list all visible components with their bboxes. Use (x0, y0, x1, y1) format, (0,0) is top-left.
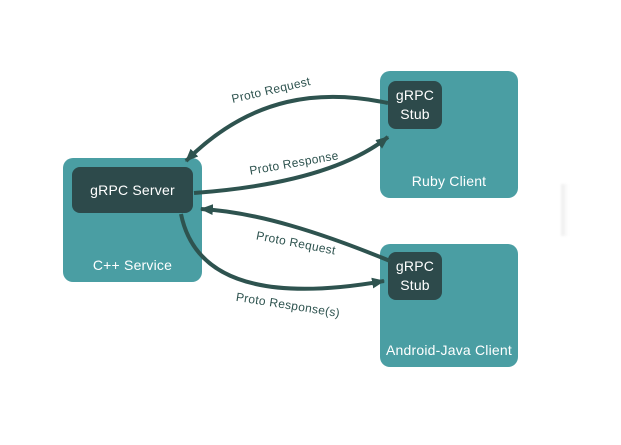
grpc-server-label: gRPC Server (90, 181, 175, 198)
grpc-stub-box-ruby: gRPC Stub (388, 81, 442, 129)
node-label-android-java-client: Android-Java Client (386, 342, 512, 358)
node-android-java-client: Android-Java Client (380, 244, 518, 367)
arrow-proto-response-server-to-android (179, 213, 386, 291)
edge-label-proto-request-bottom: Proto Request (255, 228, 337, 258)
grpc-stub-label-android: gRPC Stub (395, 258, 435, 293)
faint-shadow-artifact (561, 184, 569, 236)
edge-label-proto-response: Proto Response (248, 148, 340, 178)
node-label-cpp-service: C++ Service (92, 257, 173, 273)
edge-label-proto-response-s: Proto Response(s) (234, 289, 342, 321)
edge-label-proto-request-top: Proto Request (230, 74, 312, 106)
arrow-proto-request-ruby-to-server (184, 94, 389, 163)
grpc-stub-box-android: gRPC Stub (388, 252, 442, 300)
node-label-ruby-client: Ruby Client (411, 173, 487, 189)
grpc-stub-label-ruby: gRPC Stub (395, 87, 435, 122)
grpc-server-box: gRPC Server (72, 167, 193, 213)
